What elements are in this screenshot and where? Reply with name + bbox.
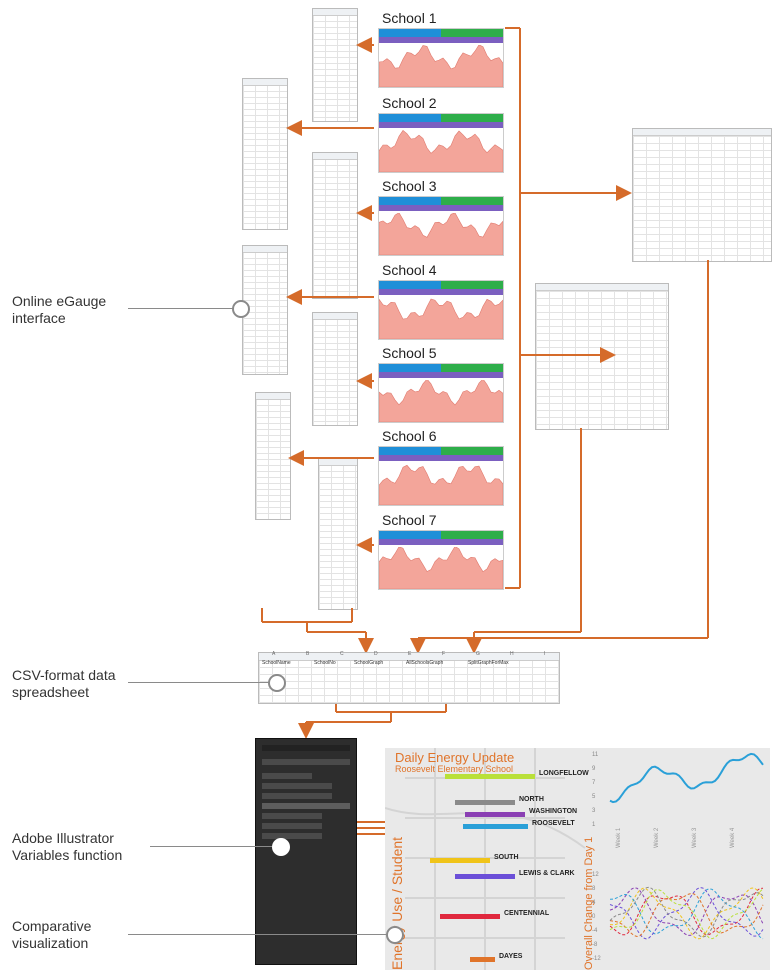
school-bar [455,800,515,805]
change-series-line [609,886,764,940]
marker-comparative [386,926,404,944]
school2-spreadsheet [242,78,288,230]
combined-spreadsheet-middle [535,283,669,430]
csv-top-row: SchoolName SchoolNo SchoolGraph AllSchoolsG… [262,660,558,666]
school-label: WASHINGTON [529,808,578,815]
csv-column-header: E [408,651,412,657]
csv-column-header: H [510,651,514,657]
csv-column-header: D [374,651,378,657]
bottom-y-tick: -4 [592,928,598,934]
change-series-line [609,887,764,936]
leader-illustrator [150,846,272,847]
csv-column-header: A [272,651,276,657]
egauge-panel [378,363,504,423]
top-y-tick: 7 [592,780,596,786]
bottom-y-tick: -8 [592,942,598,948]
school1-spreadsheet [312,8,358,122]
week-tick: Week 2 [654,827,660,848]
csv-column-header: B [306,651,310,657]
label-comparative: Comparative visualization [12,918,92,951]
viz-line-charts: 11 9 7 5 3 1 12 8 4 0 -4 -8 -12 Week 1 Week 2 Week 3 W… [592,752,764,962]
school-label: DAYES [499,953,523,960]
school-bar [470,957,495,962]
school-label: ROOSEVELT [532,820,575,827]
top-y-tick: 5 [592,794,596,800]
top-y-tick: 3 [592,808,596,814]
csv-column-header: F [442,651,446,657]
viz-subtitle: Roosevelt Elementary School [395,764,514,774]
school-title: School 7 [382,512,437,528]
leader-comparative [128,934,388,935]
school-label: SOUTH [494,854,519,861]
egauge-panel [378,196,504,256]
school-label: LEWIS & CLARK [519,870,575,877]
week-tick: Week 4 [730,827,736,848]
school-title: School 2 [382,95,437,111]
csv-column-header: G [476,651,480,657]
school-bar [440,914,500,919]
illustrator-variables-panel[interactable] [255,738,357,965]
marker-egauge [232,300,250,318]
school-bar [430,858,490,863]
csv-cell: SchoolNo [314,660,336,666]
week-tick: Week 3 [692,827,698,848]
school-bar [455,874,515,879]
label-egauge: Online eGauge interface [12,293,107,326]
school4-spreadsheet [242,245,288,375]
bottom-y-tick: 12 [592,872,599,878]
viz-title: Daily Energy Update [395,750,515,765]
marker-csv [268,674,286,692]
leader-egauge [128,308,233,309]
school-bar [465,812,525,817]
change-series-line [609,888,764,940]
csv-column-header: C [340,651,344,657]
comparative-visualization: Daily Energy Update Roosevelt Elementary… [385,748,770,970]
left-axis-label: Energy Use / Student [389,836,405,970]
school-label: LONGFELLOW [539,770,589,777]
egauge-panel [378,28,504,88]
top-y-tick: 1 [592,822,596,828]
egauge-panel [378,113,504,173]
top-y-tick: 11 [592,752,599,758]
change-series-line [609,886,764,938]
change-series-line [609,887,764,936]
csv-cell: SchoolGraph [354,660,384,666]
bottom-y-tick: 8 [592,886,596,892]
marker-illustrator [272,838,290,856]
change-series-line [609,892,764,938]
change-series-line [609,887,764,940]
school-bar [463,824,528,829]
csv-cell: SplitGraphForMax [468,660,509,666]
csv-column-headers: A B C D E F G H I [258,651,558,659]
csv-cell: AllSchoolsGraph [406,660,444,666]
change-series-line [609,888,764,940]
school-title: School 5 [382,345,437,361]
school-title: School 6 [382,428,437,444]
combined-spreadsheet-right [632,128,772,262]
school7-spreadsheet [318,458,358,610]
top-y-tick: 9 [592,766,596,772]
week-tick: Week 1 [616,827,622,848]
csv-spreadsheet [258,652,560,704]
label-illustrator: Adobe Illustrator Variables function [12,830,123,863]
bottom-y-tick: 4 [592,900,596,906]
egauge-panel [378,280,504,340]
bottom-y-tick: -12 [592,956,601,962]
leader-csv [128,682,270,683]
egauge-panel [378,446,504,506]
school5-spreadsheet [312,312,358,426]
school-title: School 4 [382,262,437,278]
school-label: CENTENNIAL [504,910,550,917]
school3-spreadsheet [312,152,358,299]
school6-spreadsheet [255,392,291,520]
csv-column-header: I [544,651,546,657]
label-csv: CSV-format data spreadsheet [12,667,116,700]
bottom-y-tick: 0 [592,914,596,920]
school-bar [445,774,535,779]
school-title: School 3 [382,178,437,194]
egauge-panel [378,530,504,590]
school-label: NORTH [519,796,544,803]
school-title: School 1 [382,10,437,26]
csv-cell: SchoolName [262,660,291,666]
